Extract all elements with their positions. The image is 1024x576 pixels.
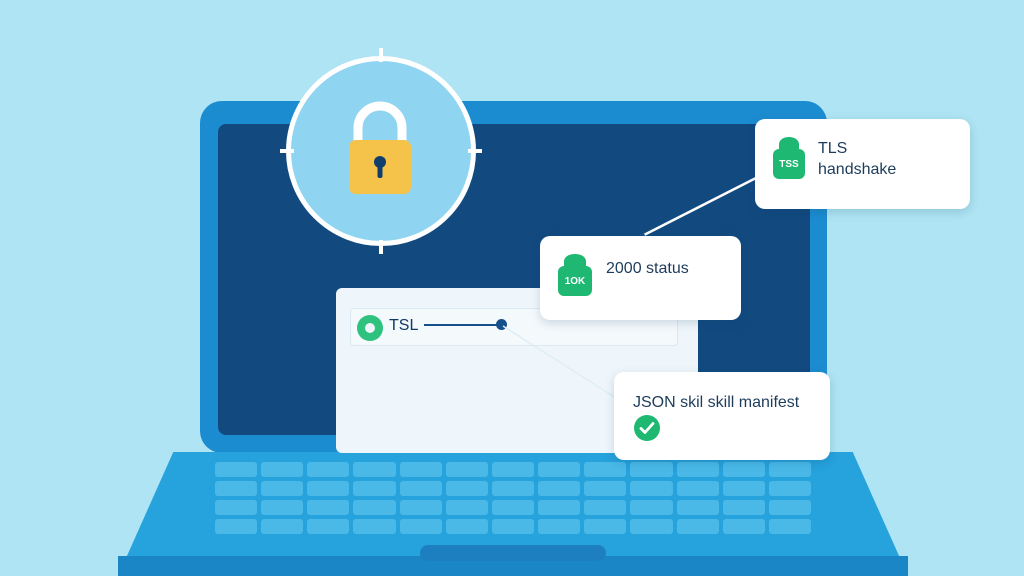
connection-dot (496, 319, 507, 330)
keyboard-key (445, 462, 488, 477)
keyboard-key (399, 481, 442, 496)
status-card: 1OK 2000 status (540, 236, 741, 320)
keyboard-key (584, 500, 627, 515)
keyboard-key (215, 519, 258, 534)
keyboard-key (768, 519, 811, 534)
keyboard-key (399, 519, 442, 534)
keyboard-key (491, 481, 535, 496)
keyboard-key (768, 481, 811, 496)
laptop-base-edge (118, 556, 908, 576)
ring-tick-top (379, 48, 383, 62)
keyboard-key (307, 462, 350, 477)
keyboard-key (215, 481, 258, 496)
ring-tick-left (280, 149, 294, 153)
keyboard-key (491, 519, 535, 534)
tls-handshake-card: TSS TLS handshake (755, 119, 970, 209)
keyboard-key (676, 462, 719, 477)
keyboard-key (307, 500, 350, 515)
connection-label: TSL (389, 317, 419, 334)
ring-tick-bottom (379, 240, 383, 254)
keyboard-key (491, 462, 535, 477)
keyboard-key (676, 481, 719, 496)
keyboard-key (584, 519, 627, 534)
padlock-icon (349, 101, 411, 194)
status-text: 2000 status (606, 260, 689, 277)
keyboard-key (261, 462, 304, 477)
keyboard-key (399, 500, 442, 515)
keyboard-key (261, 519, 304, 534)
keyboard-key (261, 481, 304, 496)
trackpad (420, 545, 606, 561)
keyboard-key (215, 462, 258, 477)
keyboard-keys (215, 462, 811, 542)
keyboard-key (261, 500, 304, 515)
keyboard-key (768, 500, 811, 515)
manifest-text: JSON skil skill manifest (633, 394, 800, 411)
keyboard-key (353, 519, 396, 534)
status-shield-badge: 1OK (558, 266, 592, 296)
keyboard-key (630, 462, 673, 477)
connector-tls (641, 176, 757, 238)
connection-status-icon (357, 315, 383, 341)
connection-line (424, 324, 502, 326)
keyboard-key (538, 481, 581, 496)
keyboard-key (722, 519, 765, 534)
keyboard-key (676, 500, 719, 515)
keyboard-key (722, 500, 765, 515)
keyboard-key (722, 462, 765, 477)
keyboard-key (630, 481, 673, 496)
keyboard-key (399, 462, 442, 477)
keyboard-key (491, 500, 535, 515)
tls-shield-badge: TSS (773, 149, 805, 179)
connector-manifest (502, 325, 617, 399)
manifest-card: JSON skil skill manifest (614, 372, 830, 460)
keyboard-key (538, 519, 581, 534)
checkmark-icon (634, 415, 660, 441)
keyboard-key (445, 519, 488, 534)
keyboard-key (353, 462, 396, 477)
keyboard-key (584, 462, 627, 477)
tls-title: TLS (818, 140, 848, 157)
keyboard-key (215, 500, 258, 515)
keyboard-key (538, 500, 581, 515)
keyboard-key (722, 481, 765, 496)
keyboard-key (630, 519, 673, 534)
keyboard-key (307, 519, 350, 534)
keyboard-key (445, 481, 488, 496)
keyboard-key (584, 481, 627, 496)
status-badge-top (564, 254, 586, 268)
keyboard-key (538, 462, 581, 477)
keyboard-key (353, 481, 396, 496)
keyboard-key (445, 500, 488, 515)
keyboard-key (353, 500, 396, 515)
keyboard-key (768, 462, 811, 477)
tls-badge-top (779, 137, 799, 151)
tls-subtitle: handshake (818, 161, 897, 178)
keyboard-key (630, 500, 673, 515)
keyboard-key (307, 481, 350, 496)
ring-tick-right (468, 149, 482, 153)
keyboard-key (676, 519, 719, 534)
